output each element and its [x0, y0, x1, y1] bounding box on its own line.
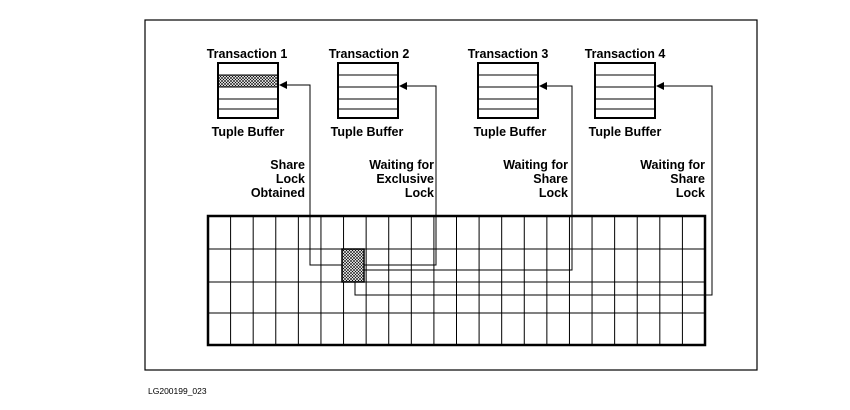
figure-frame [144, 19, 758, 371]
lock-status-line: Exclusive [376, 172, 434, 186]
figure-id: LG200199_023 [148, 386, 207, 396]
tuple-buffer-2-label: Tuple Buffer [331, 125, 404, 139]
tuple-buffer-1-label: Tuple Buffer [212, 125, 285, 139]
tuple-buffer-3-label: Tuple Buffer [474, 125, 547, 139]
lock-status-1: Share Lock Obtained [251, 158, 305, 200]
lock-status-2: Waiting for Exclusive Lock [369, 158, 434, 200]
tuple-buffer-4-label: Tuple Buffer [589, 125, 662, 139]
lock-status-line: Lock [405, 186, 434, 200]
tuple-buffer-2 [337, 62, 399, 119]
lock-status-line: Waiting for [503, 158, 568, 172]
table-grid [206, 214, 707, 347]
connector-transaction-3 [364, 85, 573, 271]
arrow-head [539, 82, 547, 90]
lock-status-line: Waiting for [640, 158, 705, 172]
lock-status-line: Lock [539, 186, 568, 200]
connector-transaction-2 [364, 85, 437, 266]
arrow-head [279, 81, 287, 89]
arrow-head [399, 82, 407, 90]
lock-status-3: Waiting for Share Lock [503, 158, 568, 200]
transaction-2-title: Transaction 2 [329, 47, 410, 61]
arrow-head [656, 82, 664, 90]
lock-status-line: Share [670, 172, 705, 186]
transaction-4-title: Transaction 4 [585, 47, 666, 61]
tuple-buffer-1 [217, 62, 279, 119]
lock-status-line: Waiting for [369, 158, 434, 172]
connector-transaction-4 [354, 85, 713, 296]
locked-tuple [341, 248, 365, 283]
lock-status-line: Obtained [251, 186, 305, 200]
transaction-1-title: Transaction 1 [207, 47, 288, 61]
tuple-buffer-3 [477, 62, 539, 119]
lock-status-line: Lock [276, 172, 305, 186]
lock-status-line: Share [270, 158, 305, 172]
lock-status-line: Lock [676, 186, 705, 200]
lock-status-line: Share [533, 172, 568, 186]
lock-status-4: Waiting for Share Lock [640, 158, 705, 200]
transaction-3-title: Transaction 3 [468, 47, 549, 61]
tuple-buffer-4 [594, 62, 656, 119]
connector-transaction-1 [281, 84, 342, 266]
